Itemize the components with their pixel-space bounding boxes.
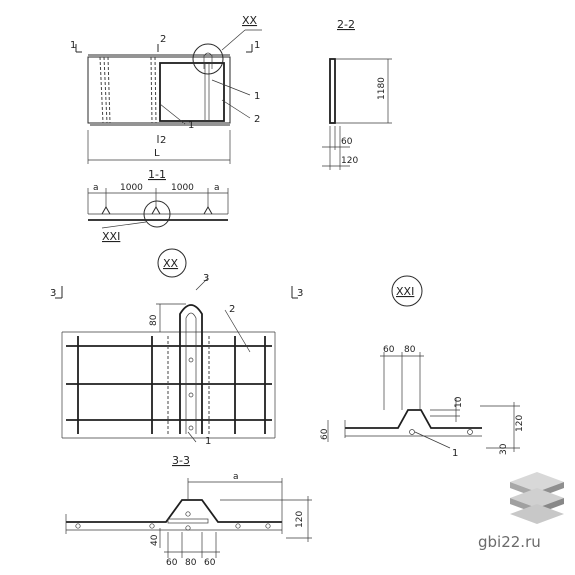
section-3-3-60b-dim: 60 <box>204 558 216 568</box>
stacked-blocks-logo-icon <box>510 472 564 524</box>
section-2-2-120-dim: 120 <box>341 156 358 166</box>
section-1-1-detail-xxi-ref: XXI <box>102 230 120 243</box>
detail-xxi-callout-1: 1 <box>452 448 458 459</box>
detail-xx-callout-2: 2 <box>229 304 235 315</box>
section-2-2 <box>322 58 392 170</box>
section-1-1-a-left: a <box>93 183 99 193</box>
plan-section2-top-marker: 2 <box>160 34 166 45</box>
section-2-2-title: 2-2 <box>337 18 355 31</box>
detail-xx-callout-3: 3 <box>203 273 209 284</box>
detail-xxi-30-dim: 30 <box>499 443 509 455</box>
section-2-2-60-dim: 60 <box>341 137 353 147</box>
plan-section1-right-marker: 1 <box>254 40 260 51</box>
section-2-2-height-dim: 1180 <box>377 77 387 100</box>
plan-section1-left-marker: 1 <box>70 40 76 51</box>
plan-callout-1b: 1 <box>188 120 194 131</box>
detail-xx-title: XX <box>163 257 179 270</box>
section-1-1-1000-b: 1000 <box>171 183 194 193</box>
section-1-1-1000-a: 1000 <box>120 183 143 193</box>
section-3-3-80-dim: 80 <box>185 558 197 568</box>
plan-view <box>75 29 262 164</box>
detail-xxi-circle <box>391 275 423 307</box>
detail-xxi-drawing <box>327 352 520 452</box>
plan-callout-1a: 1 <box>254 91 260 102</box>
detail-xx-80-dim: 80 <box>149 314 159 326</box>
plan-length-dimension: L <box>154 148 160 159</box>
site-watermark: gbi22.ru <box>478 533 541 551</box>
detail-xxi-120-dim: 120 <box>515 415 525 432</box>
plan-section2-bottom-marker: 2 <box>160 135 166 146</box>
section-3-3-120-dim: 120 <box>295 511 305 528</box>
section-3-3-40-dim: 40 <box>150 534 160 546</box>
section-3-3-a-dim: a <box>233 472 239 482</box>
detail-xxi-80-dim: 80 <box>404 345 416 355</box>
section-1-1-a-right: a <box>214 183 220 193</box>
detail-xx-circle <box>157 248 187 278</box>
detail-xx-callout-1: 1 <box>205 436 211 447</box>
section-1-1-title: 1-1 <box>148 168 166 181</box>
section-3-3 <box>65 478 312 558</box>
plan-callout-2: 2 <box>254 114 260 125</box>
section-1-1 <box>87 188 229 229</box>
detail-xxi-60-dim: 60 <box>383 345 395 355</box>
detail-xxi-60-left-dim: 60 <box>320 428 330 440</box>
plan-detail-xx-ref: XX <box>242 14 258 27</box>
section-3-3-60a-dim: 60 <box>166 558 178 568</box>
detail-xx-drawing <box>55 277 298 443</box>
detail-xx-section3-left-marker: 3 <box>50 288 56 299</box>
detail-xx-section3-right-marker: 3 <box>297 288 303 299</box>
detail-xxi-title: XXI <box>396 285 414 298</box>
detail-xxi-10-dim: 10 <box>454 396 464 408</box>
section-3-3-title: 3-3 <box>172 454 190 467</box>
